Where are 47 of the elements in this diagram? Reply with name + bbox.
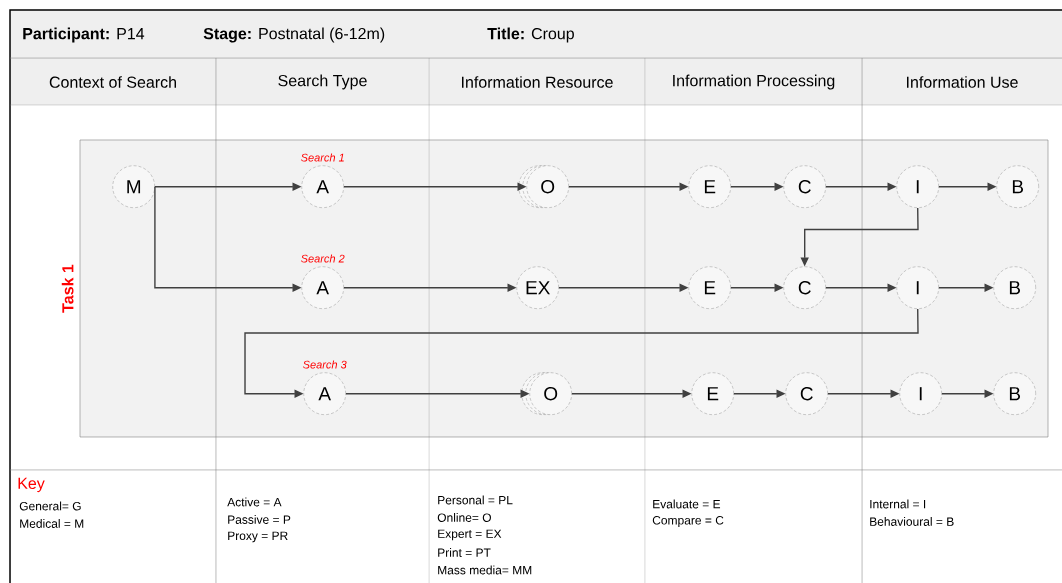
header-field: Participant: P14 (23, 27, 145, 43)
circle-node: M (112, 165, 155, 208)
circle-node: A (301, 266, 344, 309)
key-entry: Print = PT (438, 548, 491, 557)
circle-node: C (785, 372, 828, 415)
header-field: Stage: Postnatal (6-12m) (203, 27, 385, 43)
column-header: Search Type (278, 74, 367, 90)
key-entry: Medical = M (20, 519, 84, 528)
circle-node: I (896, 266, 939, 309)
circle-node: A (301, 165, 344, 208)
key-entry: Passive = P (228, 515, 291, 524)
circle-node: B (996, 165, 1039, 208)
circle-node: O (521, 372, 572, 415)
circle-node: C (783, 266, 826, 309)
key-entry: General= G (19, 501, 81, 511)
key-entry: Expert = EX (438, 529, 502, 541)
circle-node: B (993, 372, 1036, 415)
node-label: Task 1 (61, 264, 74, 313)
key-entry: Evaluate = E (653, 499, 721, 509)
key-entry: Proxy = PR (228, 531, 288, 543)
search-label: Search 2 (301, 254, 345, 263)
column-header: Information Use (907, 76, 1018, 88)
circle-node: E (688, 266, 731, 309)
column-header: Context of Search (49, 76, 176, 88)
key-entry: Compare = C (652, 516, 724, 527)
circle-node: E (688, 165, 731, 208)
circle-node: B (993, 266, 1036, 309)
circle-node: I (899, 372, 942, 415)
header-field: Title: Croup (487, 27, 574, 43)
circle-node: I (896, 165, 939, 208)
key-entry: Online= O (437, 513, 491, 522)
search-label: Search 3 (303, 360, 347, 369)
key-entry: Behavioural = B (870, 517, 954, 526)
circle-node: EX (516, 266, 559, 309)
key-heading: Key (18, 477, 45, 493)
key-entry: Mass media= MM (438, 565, 532, 575)
circle-node: C (783, 165, 826, 208)
column-header: Information Resource (462, 76, 613, 88)
circle-node: O (518, 165, 569, 208)
circle-node: A (303, 372, 346, 415)
key-entry: Internal = I (870, 499, 926, 509)
arrow (244, 308, 919, 398)
column-header: Information Processing (673, 74, 835, 90)
key-entry: Personal = PL (438, 495, 513, 505)
search-label: Search 1 (301, 153, 344, 162)
key-entry: Active = A (227, 497, 282, 507)
circle-node: E (691, 372, 734, 415)
